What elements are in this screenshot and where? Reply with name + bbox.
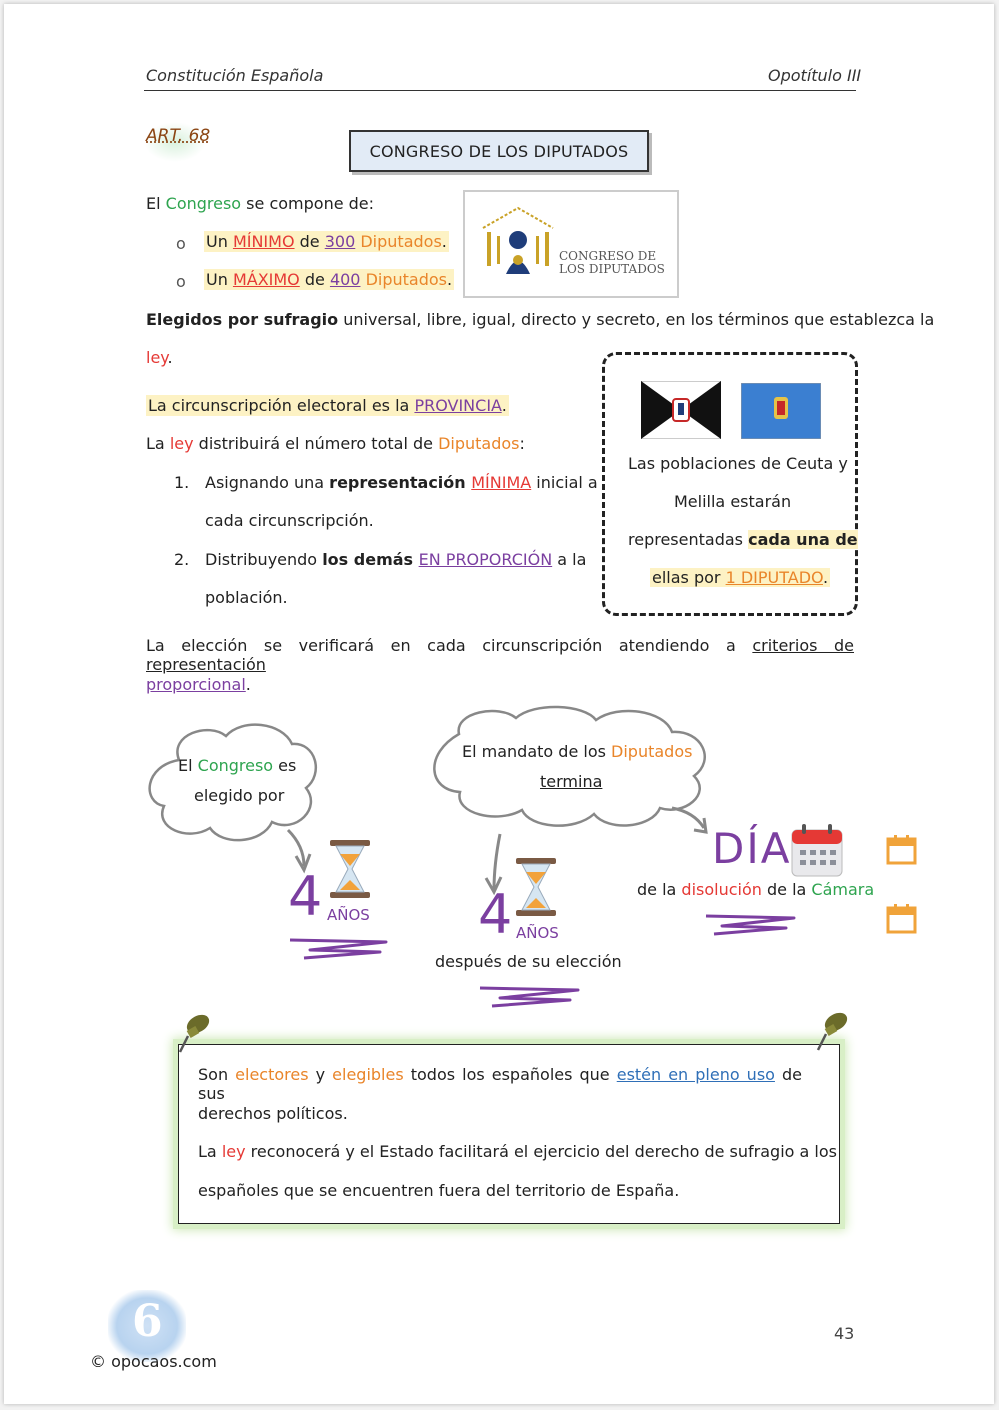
- arrow-2: [492, 833, 502, 891]
- article-title: CONGRESO DE LOS DIPUTADOS: [369, 141, 629, 161]
- side-calendar-icon-1: [886, 835, 917, 865]
- footer-copyright: © opocaos.com: [90, 1352, 217, 1371]
- squiggle-1: [289, 938, 388, 960]
- note-line3: La ley reconocerá y el Estado facilitará…: [198, 1142, 837, 1161]
- list-number-2: 2.: [174, 550, 190, 569]
- melilla-flag-icon: [741, 383, 821, 439]
- ceuta-line3: representadas cada una de: [628, 530, 858, 549]
- composition-min: Un MÍNIMO de 300 Diputados.: [204, 231, 449, 252]
- arrow-1: [286, 828, 306, 867]
- bullet-max: o: [176, 272, 186, 291]
- list-item-1-line1: Asignando una representación MÍNIMA inic…: [205, 473, 598, 492]
- article-label: ART. 68: [146, 126, 211, 146]
- ceuta-flag-icon: [641, 381, 721, 439]
- footer-logo-digit: 6: [132, 1296, 163, 1347]
- note-line4: españoles que se encuentren fuera del te…: [198, 1181, 680, 1200]
- term-2-number: 4: [478, 883, 513, 946]
- header-rule: [144, 90, 856, 91]
- list-number-1: 1.: [174, 473, 190, 492]
- dia-word: DÍA: [712, 824, 792, 873]
- list-item-1-line2: cada circunscripción.: [205, 511, 374, 530]
- cloud-2-line2: termina: [540, 772, 603, 791]
- pinned-note: [178, 1044, 840, 1224]
- list-item-2-line1: Distribuyendo los demás EN PROPORCIÓN a …: [205, 550, 587, 569]
- composition-intro: El Congreso se compone de:: [146, 194, 375, 213]
- hourglass-1-icon: [330, 840, 370, 898]
- diagram-graphics: [148, 705, 843, 1008]
- header-right: Opotítulo III: [768, 66, 862, 85]
- ceuta-line4: ellas por 1 DIPUTADO.: [650, 568, 831, 587]
- header-left: Constitución Española: [146, 66, 324, 85]
- arrow-3: [671, 806, 706, 829]
- bullet-min: o: [176, 234, 186, 253]
- page-number: 43: [834, 1324, 855, 1343]
- election-line2: ley.: [146, 348, 173, 367]
- verify-line1: La elección se verificará en cada circun…: [146, 636, 854, 674]
- term-2-caption: después de su elección: [435, 952, 622, 971]
- ceuta-line2: Melilla estarán: [674, 492, 792, 511]
- calendar-icon: [791, 824, 843, 877]
- verify-line2: proporcional.: [146, 675, 251, 694]
- cloud-2-line1: El mandato de los Diputados: [462, 742, 693, 761]
- pushpin-left-icon: [178, 1014, 210, 1053]
- term-2-unit: AÑOS: [516, 924, 559, 942]
- ceuta-melilla-box: [602, 352, 858, 616]
- election-line1: Elegidos por sufragio universal, libre, …: [146, 310, 935, 329]
- article-title-box: CONGRESO DE LOS DIPUTADOS: [349, 130, 649, 172]
- note-line2: derechos políticos.: [198, 1104, 348, 1123]
- document-page: Constitución Española Opotítulo III ART.…: [4, 4, 994, 1404]
- cloud-1-shape: [148, 723, 317, 842]
- squiggle-3: [705, 914, 796, 936]
- circumscription-line: La circunscripción electoral es la PROVI…: [146, 395, 509, 416]
- list-item-2-line2: población.: [205, 588, 288, 607]
- congress-emblem-icon: [482, 206, 554, 274]
- article-label-glow: [144, 122, 206, 162]
- cloud-1-line1: El Congreso es: [178, 756, 297, 775]
- distribution-intro: La ley distribuirá el número total de Di…: [146, 434, 525, 453]
- cloud-1-line2: elegido por: [194, 786, 285, 805]
- hourglass-2-icon: [516, 858, 556, 916]
- side-calendar-icon-2: [886, 904, 917, 934]
- term-1-number: 4: [288, 865, 323, 928]
- squiggle-2: [479, 986, 580, 1008]
- composition-max: Un MÁXIMO de 400 Diputados.: [204, 269, 455, 290]
- ceuta-line1: Las poblaciones de Ceuta y: [628, 454, 848, 473]
- cloud-2-shape: [433, 705, 706, 827]
- note-line1: Son electores y elegibles todos los espa…: [198, 1065, 803, 1103]
- dia-caption: de la disolución de la Cámara: [637, 880, 875, 899]
- footer-logo: 6: [108, 1290, 186, 1362]
- term-1-unit: AÑOS: [327, 906, 370, 924]
- pushpin-right-icon: [816, 1012, 848, 1051]
